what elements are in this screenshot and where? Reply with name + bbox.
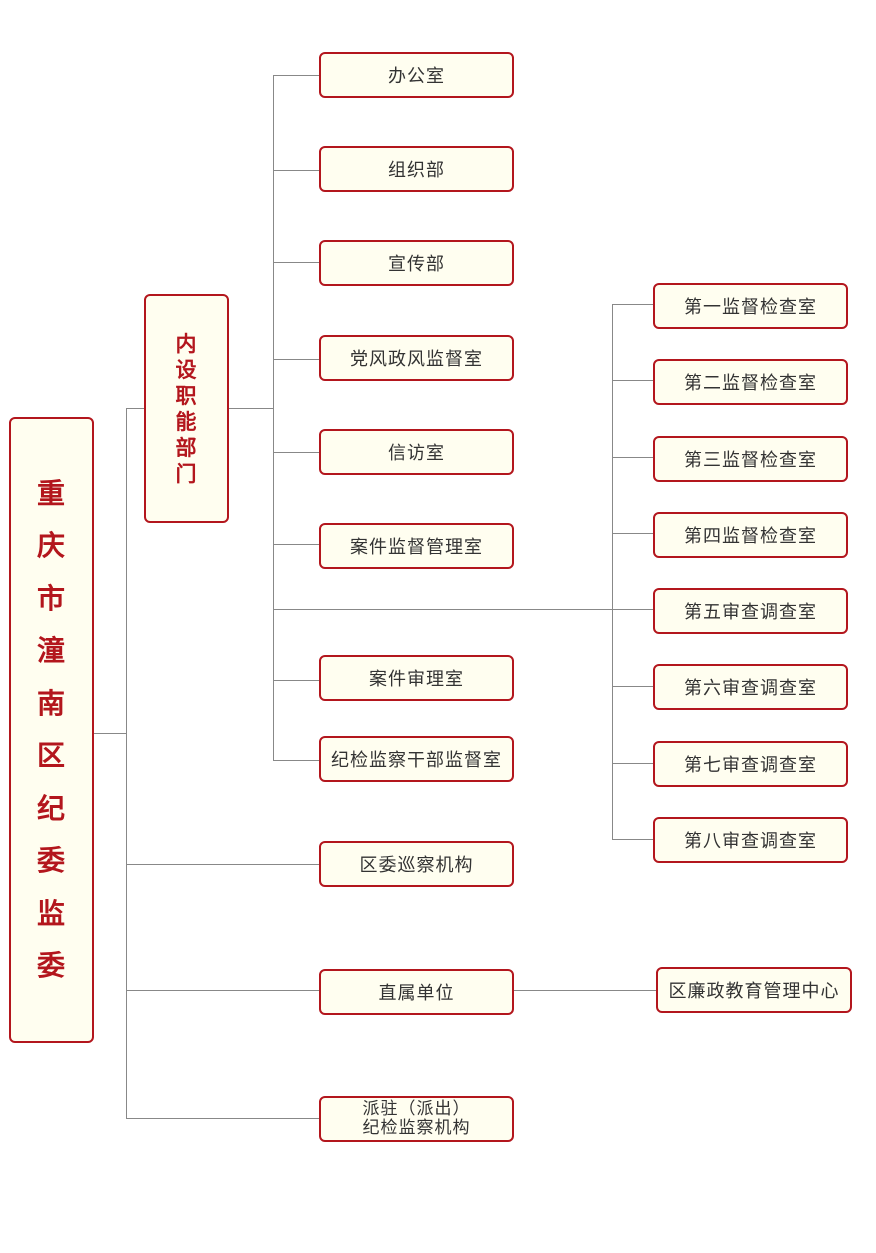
connector <box>612 533 653 534</box>
node-conduct-supervision[interactable]: 党风政风监督室 <box>319 335 514 381</box>
vertical-char: 能 <box>175 408 198 434</box>
node-direct-units[interactable]: 直属单位 <box>319 969 514 1015</box>
dispatched-line1: 派驻（派出） <box>362 1099 471 1119</box>
node-case-trial[interactable]: 案件审理室 <box>319 655 514 701</box>
connector <box>93 733 126 734</box>
connector <box>126 408 144 409</box>
node-organization[interactable]: 组织部 <box>319 146 514 192</box>
node-integrity-education-center[interactable]: 区廉政教育管理中心 <box>656 967 852 1013</box>
connector <box>273 75 274 761</box>
vertical-char: 纪 <box>36 791 66 825</box>
node-office[interactable]: 办公室 <box>319 52 514 98</box>
node-supervision-2[interactable]: 第二监督检查室 <box>653 359 848 405</box>
connector <box>228 408 273 409</box>
node-investigation-5[interactable]: 第五审查调查室 <box>653 588 848 634</box>
root-node[interactable]: 重庆市潼南区纪委监委 <box>9 417 94 1043</box>
node-dispatched[interactable]: 派驻（派出） 纪检监察机构 <box>319 1096 514 1142</box>
vertical-char: 潼 <box>36 634 66 667</box>
vertical-char: 委 <box>36 844 66 877</box>
connector <box>273 609 653 610</box>
node-case-supervision[interactable]: 案件监督管理室 <box>319 523 514 569</box>
node-patrol[interactable]: 区委巡察机构 <box>319 841 514 887</box>
vertical-char: 职 <box>175 382 198 408</box>
node-investigation-7[interactable]: 第七审查调查室 <box>653 741 848 787</box>
vertical-char: 部 <box>175 434 198 460</box>
connector <box>612 380 653 381</box>
connector <box>126 864 319 865</box>
node-supervision-1[interactable]: 第一监督检查室 <box>653 283 848 329</box>
node-petitions[interactable]: 信访室 <box>319 429 514 475</box>
node-investigation-6[interactable]: 第六审查调查室 <box>653 664 848 710</box>
node-publicity[interactable]: 宣传部 <box>319 240 514 286</box>
connector <box>513 990 656 991</box>
node-supervision-3[interactable]: 第三监督检查室 <box>653 436 848 482</box>
node-investigation-8[interactable]: 第八审查调查室 <box>653 817 848 863</box>
connector <box>126 408 127 1119</box>
connector <box>273 544 319 545</box>
internal-departments-node[interactable]: 内设职能部门 <box>144 294 229 523</box>
connector <box>612 763 653 764</box>
vertical-char: 庆 <box>36 529 66 562</box>
connector <box>612 686 653 687</box>
vertical-char: 区 <box>36 739 66 772</box>
connector <box>612 839 653 840</box>
connector <box>612 304 653 305</box>
node-cadre-supervision[interactable]: 纪检监察干部监督室 <box>319 736 514 782</box>
connector <box>273 170 319 171</box>
connector <box>273 262 319 263</box>
connector <box>612 304 613 840</box>
vertical-char: 重 <box>36 476 66 510</box>
vertical-char: 南 <box>36 686 66 720</box>
vertical-char: 监 <box>36 896 66 930</box>
connector <box>273 359 319 360</box>
node-supervision-4[interactable]: 第四监督检查室 <box>653 512 848 558</box>
connector <box>273 760 319 761</box>
dispatched-line2: 纪检监察机构 <box>362 1118 471 1138</box>
connector <box>273 452 319 453</box>
connector <box>126 990 319 991</box>
vertical-char: 设 <box>175 356 198 382</box>
connector <box>612 457 653 458</box>
vertical-char: 门 <box>175 460 198 486</box>
vertical-char: 市 <box>36 581 66 615</box>
vertical-char: 内 <box>175 330 198 356</box>
connector <box>273 75 319 76</box>
vertical-char: 委 <box>36 949 66 982</box>
connector <box>273 680 319 681</box>
connector <box>126 1118 319 1119</box>
